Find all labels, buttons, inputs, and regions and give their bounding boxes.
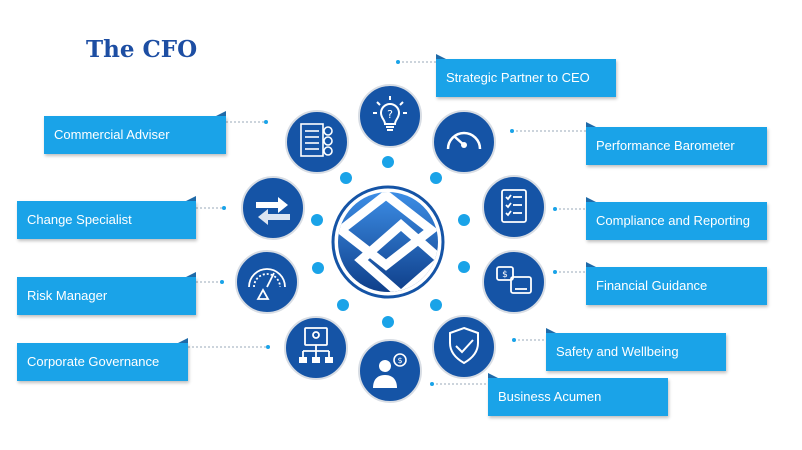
shield-check-icon [432, 315, 496, 379]
role-change-specialist: Change Specialist [17, 196, 196, 239]
swap-arrows-icon [241, 176, 305, 240]
role-corporate-governance: Corporate Governance [17, 338, 188, 381]
businessman-dollar-icon: $ [358, 339, 422, 403]
lightbulb-icon: ? [358, 84, 422, 148]
checklist-icon [482, 175, 546, 239]
role-strategic-partner-to-ceo: Strategic Partner to CEO [436, 54, 616, 97]
finance-chat-icon: $ [482, 250, 546, 314]
invoice-icon [285, 110, 349, 174]
speedometer-icon [432, 110, 496, 174]
role-financial-guidance: Financial Guidance [586, 262, 767, 305]
svg-text:$: $ [502, 270, 508, 280]
risk-gauge-icon [235, 250, 299, 314]
role-compliance-and-reporting: Compliance and Reporting [586, 197, 767, 240]
svg-text:?: ? [387, 108, 393, 121]
org-chart-icon [284, 316, 348, 380]
page-title: The CFO [86, 36, 198, 63]
role-performance-barometer: Performance Barometer [586, 122, 767, 165]
role-risk-manager: Risk Manager [17, 272, 196, 315]
svg-text:$: $ [397, 356, 402, 365]
role-commercial-adviser: Commercial Adviser [44, 111, 226, 154]
role-safety-and-wellbeing: Safety and Wellbeing [546, 328, 726, 371]
role-business-acumen: Business Acumen [488, 373, 668, 416]
center-hub-logo [331, 185, 445, 299]
